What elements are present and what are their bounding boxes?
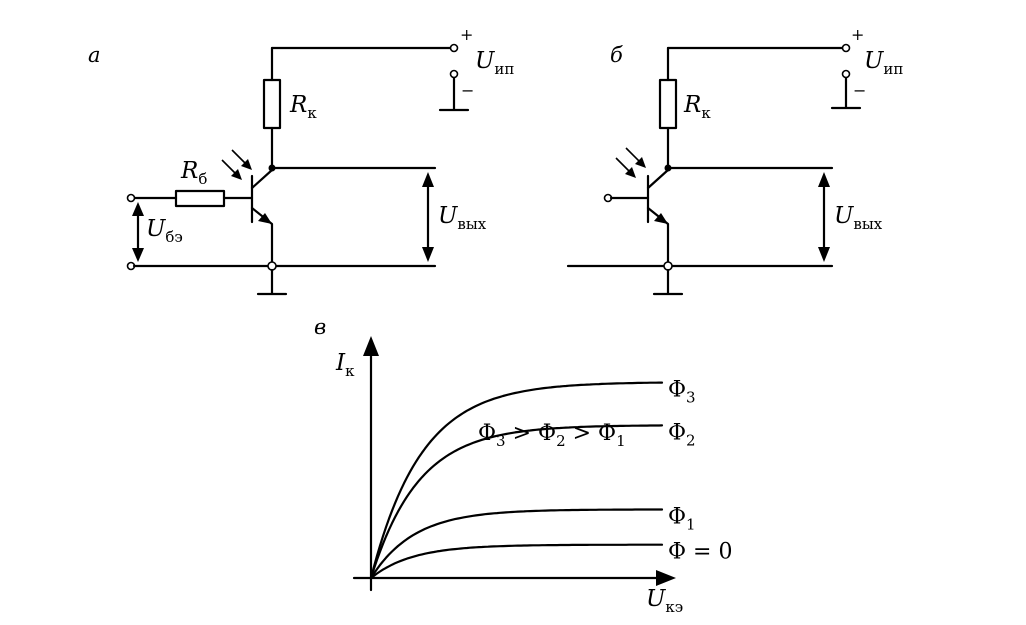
transistor-collector-b [646, 168, 670, 190]
plus-sign-b: + [851, 25, 864, 44]
emitter-arrow-b [654, 213, 668, 224]
supply-minus-terminal-b [841, 69, 851, 79]
uout-label-a: Uвых [438, 203, 487, 233]
emitter-ground-a [256, 268, 288, 296]
curve-label-2: Φ2 [668, 420, 696, 449]
supply-minus-terminal-a [449, 69, 459, 79]
supply-plus-terminal-b [841, 43, 851, 53]
curve-label-1: Φ3 [668, 378, 696, 407]
supply-plus-terminal-a [449, 43, 459, 53]
rk-label-a: Rк [289, 92, 317, 122]
light-arrows-b [615, 147, 646, 178]
uout-arrow-head-bottom-a [422, 247, 434, 262]
circuit-b: б + − Uип Rк Uвых [566, 25, 903, 296]
curve-label-4: Φ = 0 [668, 540, 732, 565]
minus-sign-a: − [461, 81, 474, 100]
uout-arrow-head-top-b [818, 172, 830, 187]
transistor-collector-a [250, 168, 274, 190]
curve-2 [369, 424, 664, 580]
emitter-arrow-a [258, 213, 272, 224]
rb-label-a: Rб [180, 158, 207, 188]
input-terminal-top-a [126, 193, 136, 203]
ube-arrow-head-top-a [132, 202, 144, 216]
resistor-rk-a [262, 78, 282, 130]
emitter-node-b [663, 261, 673, 271]
rk-label-b: Rк [683, 92, 711, 122]
curve-1 [369, 381, 664, 580]
uout-arrow-head-top-a [422, 172, 434, 187]
y-axis-arrow [363, 336, 379, 356]
panel-label-b: б [610, 43, 623, 67]
emitter-ground-b [652, 268, 684, 296]
supply-label-a: Uип [475, 48, 514, 78]
ube-arrow-head-bottom-a [132, 248, 144, 262]
panel-label-c: в [314, 315, 326, 339]
supply-ground-b [830, 76, 862, 110]
ube-label-a: Uбэ [146, 216, 183, 246]
y-axis-label: Iк [335, 350, 355, 380]
uout-arrow-head-bottom-b [818, 247, 830, 262]
curve-4 [369, 543, 664, 580]
emitter-node-a [267, 261, 277, 271]
x-axis-arrow [656, 570, 676, 586]
x-axis-label: Uкэ [646, 586, 683, 616]
uout-label-b: Uвых [834, 203, 883, 233]
light-arrows-a [221, 149, 252, 180]
panel-label-a: а [88, 43, 101, 67]
circuit-a: а + − Uип Rк Rб [88, 25, 514, 296]
minus-sign-b: − [853, 81, 866, 100]
resistor-rb-a [174, 189, 226, 208]
supply-ground-a [438, 76, 470, 112]
supply-label-b: Uип [864, 48, 903, 78]
curve-label-3: Φ1 [668, 505, 696, 534]
plus-sign-a: + [460, 25, 473, 44]
curve-3 [369, 508, 664, 580]
resistor-rk-b [658, 78, 678, 130]
